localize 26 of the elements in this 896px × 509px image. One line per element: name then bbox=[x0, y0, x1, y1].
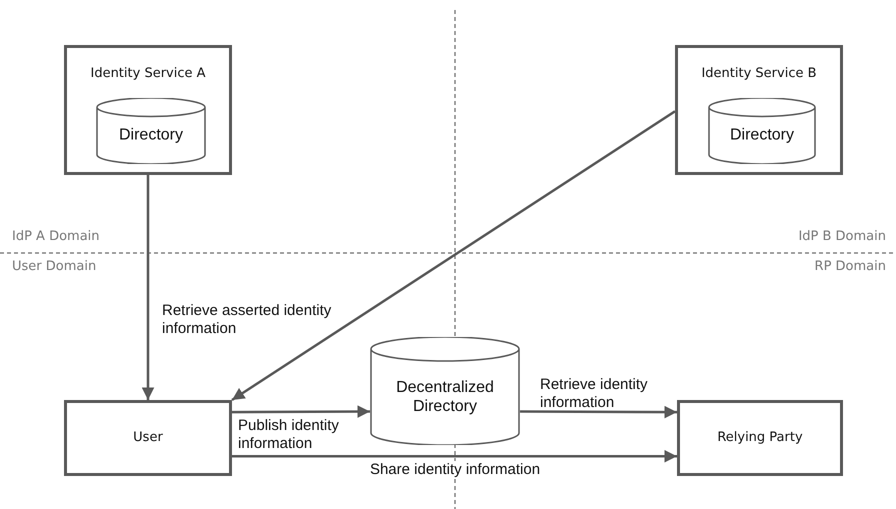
cylinder-label: Directory bbox=[118, 125, 184, 144]
arrow bbox=[231, 110, 676, 402]
box-title: Relying Party bbox=[716, 430, 804, 446]
domain-label: IdP B Domain bbox=[798, 229, 886, 244]
arrow bbox=[142, 175, 154, 400]
box-title: Identity Service B bbox=[700, 66, 818, 82]
process-box bbox=[675, 45, 843, 175]
edge-label: Retrieve identity information bbox=[540, 376, 649, 412]
edge-label: Retrieve asserted identity information bbox=[162, 302, 332, 338]
database-cylinder bbox=[96, 98, 206, 164]
cylinder-label: Decentralized Directory bbox=[395, 378, 495, 416]
process-box bbox=[677, 400, 843, 476]
database-cylinder bbox=[708, 98, 816, 164]
cylinder-label: Directory bbox=[728, 125, 795, 144]
box-title: User bbox=[132, 430, 164, 446]
box-title: Identity Service A bbox=[89, 66, 207, 82]
domain-label: User Domain bbox=[12, 259, 96, 274]
arrow bbox=[520, 406, 677, 418]
arrow bbox=[232, 405, 370, 418]
process-box bbox=[64, 400, 232, 476]
arrow bbox=[232, 450, 677, 462]
process-box bbox=[64, 45, 232, 175]
database-cylinder bbox=[370, 337, 520, 445]
domain-label: IdP A Domain bbox=[12, 229, 100, 244]
edge-label: Publish identity information bbox=[238, 417, 340, 453]
domain-label: RP Domain bbox=[814, 259, 886, 274]
